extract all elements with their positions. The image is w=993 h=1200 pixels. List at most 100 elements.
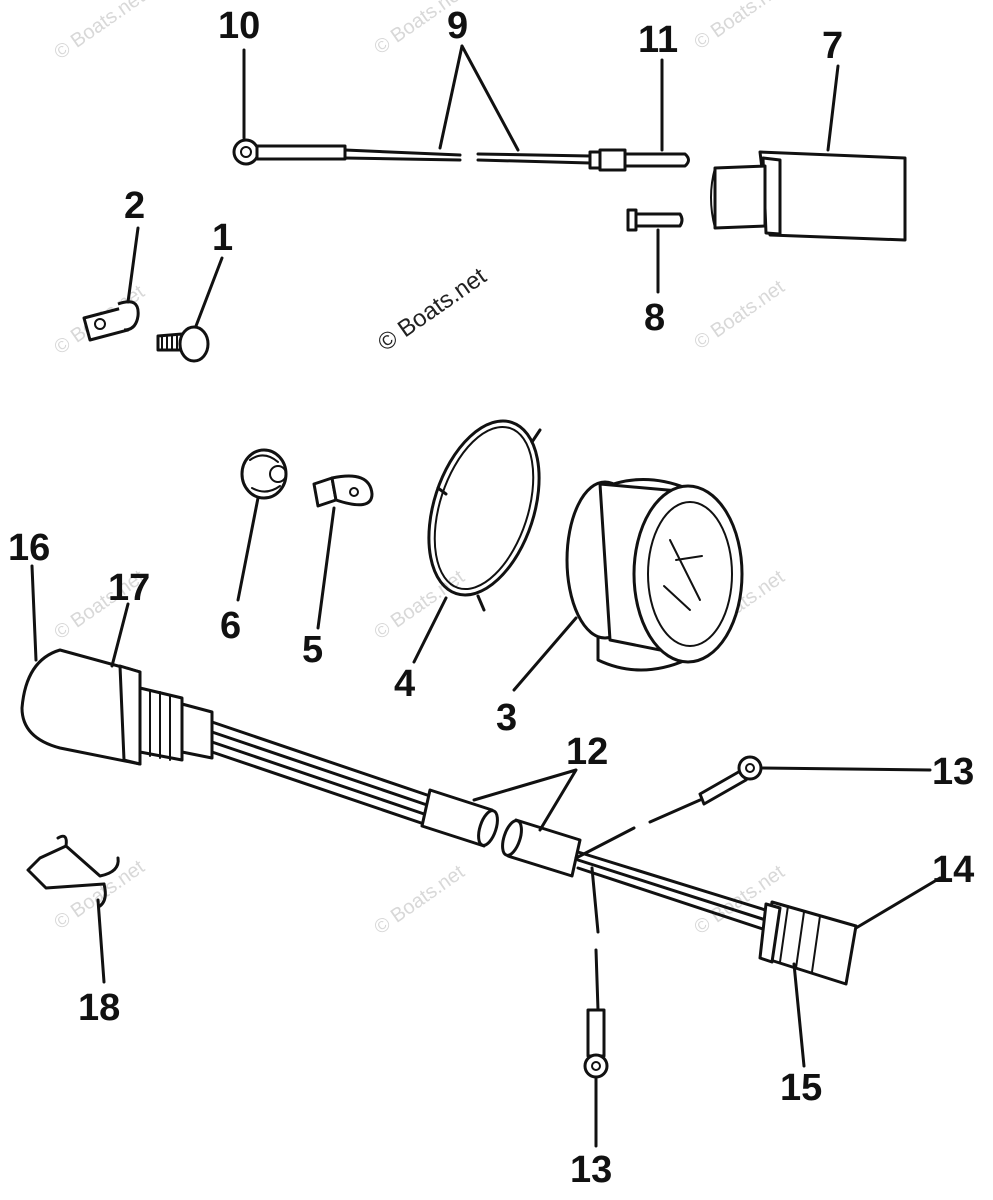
- ring-terminal-crimp: [586, 1008, 606, 1058]
- connector-nose: [713, 164, 767, 230]
- callout-10: 10: [218, 5, 260, 47]
- connector-pin: [626, 208, 684, 232]
- callout-12: 12: [566, 731, 608, 773]
- callout-15: 15: [780, 1067, 822, 1109]
- lamp-socket: [240, 448, 288, 500]
- gauge-markings: [663, 539, 703, 611]
- harness-wire: [210, 740, 432, 818]
- ring-terminal: [737, 755, 763, 781]
- watermark: © Boats.net: [370, 861, 469, 939]
- callout-13-upper: 13: [932, 751, 974, 793]
- leader-line-1: [194, 256, 224, 328]
- harness-sleeve-right-end: [501, 819, 523, 857]
- leader-line-14: [854, 876, 942, 930]
- ring-tab-bottom: [476, 594, 486, 612]
- leader-line-17: [110, 602, 130, 668]
- lamp-bulb: [312, 474, 374, 508]
- leader-line-16: [30, 564, 38, 662]
- callout-7: 7: [822, 25, 843, 67]
- harness-wire: [576, 866, 774, 934]
- screw-thread-lines: [161, 334, 178, 351]
- wiring-harness: [20, 648, 858, 1079]
- callout-1: 1: [212, 217, 233, 259]
- harness-wire: [210, 720, 432, 798]
- harness-branch-wire: [648, 798, 702, 824]
- harness-wire: [210, 750, 432, 828]
- callout-8: 8: [644, 297, 665, 339]
- harness-connector-boot: [180, 702, 214, 760]
- watermark: © Boats.net: [50, 0, 149, 64]
- cable-sleeve: [255, 144, 347, 161]
- leader-line-12: [472, 768, 578, 832]
- watermark-layer: © Boats.net © Boats.net © Boats.net © Bo…: [50, 0, 789, 939]
- bulb-filament: [349, 487, 359, 497]
- ring-tab-top: [530, 428, 542, 444]
- callout-labels: 10 9 11 7 2 1 8 16 17 6 5 4 3 12 13 14 1…: [8, 5, 974, 1191]
- callout-17: 17: [108, 567, 150, 609]
- callout-4: 4: [394, 663, 415, 705]
- wire-segment-right-lower: [476, 158, 592, 165]
- harness-branch-wire: [574, 826, 636, 860]
- ring-outer: [427, 419, 541, 597]
- leader-line-6: [236, 496, 260, 602]
- callout-2: 2: [124, 185, 145, 227]
- callout-3: 3: [496, 697, 517, 739]
- connector-body: [758, 150, 907, 242]
- bulb-glass: [330, 474, 374, 507]
- ring-inner: [433, 425, 535, 591]
- harness-branch-wire-down: [590, 866, 600, 934]
- leader-line-15: [792, 962, 806, 1068]
- screw-head: [178, 325, 210, 363]
- harness-branch-wire-down: [594, 948, 600, 1012]
- pin-shaft: [634, 212, 684, 228]
- callout-16: 16: [8, 527, 50, 569]
- wire-clip: [26, 834, 120, 908]
- wire-segment-left: [343, 148, 462, 157]
- connector-housing: [710, 150, 907, 242]
- harness-plug-ridges: [779, 905, 821, 973]
- callout-11: 11: [638, 19, 678, 61]
- ring-terminal-hole: [591, 1061, 601, 1071]
- eyelet-hole: [240, 146, 252, 158]
- wire-segment-left-lower: [343, 156, 462, 162]
- socket-contact: [269, 465, 287, 483]
- wire-segment-right: [476, 152, 592, 158]
- leader-line-5: [316, 506, 336, 630]
- watermark: © Boats.net: [690, 0, 789, 54]
- leader-line-7: [826, 64, 840, 152]
- leader-line-13-upper: [760, 766, 932, 772]
- leader-line-3: [512, 616, 578, 692]
- harness-wire: [576, 858, 774, 924]
- screw: [156, 325, 210, 363]
- leader-line-9: [438, 44, 520, 152]
- ring-terminal: [583, 1053, 609, 1079]
- harness-sleeve-left-end: [477, 809, 499, 847]
- ring-terminal-crimp: [698, 768, 748, 806]
- ring-tab-left: [436, 486, 448, 496]
- clip-leg: [98, 882, 107, 908]
- harness-wire: [210, 730, 432, 808]
- gauge-face: [647, 501, 733, 647]
- mounting-ring: [427, 419, 542, 612]
- harness-connector-collar: [118, 664, 142, 766]
- callout-14: 14: [932, 849, 974, 891]
- watermark-center: © Boats.net: [373, 262, 492, 356]
- leader-line-2: [126, 226, 140, 304]
- connector-nose-edge: [710, 167, 716, 229]
- clamp-hole: [94, 318, 106, 330]
- clip-outline: [26, 834, 120, 890]
- callout-6: 6: [220, 605, 241, 647]
- harness-wire: [576, 850, 774, 914]
- pin-terminal: [623, 152, 690, 168]
- callout-18: 18: [78, 987, 120, 1029]
- gauge: [565, 478, 744, 672]
- ring-terminal-hole: [745, 763, 755, 773]
- cable-clamp: [82, 300, 140, 342]
- leader-line-4: [412, 596, 448, 664]
- watermark: © Boats.net: [370, 566, 469, 644]
- harness-connector-ribs: [149, 689, 171, 761]
- callout-5: 5: [302, 629, 323, 671]
- pin-head: [626, 208, 638, 232]
- harness-plug-collar: [758, 902, 782, 964]
